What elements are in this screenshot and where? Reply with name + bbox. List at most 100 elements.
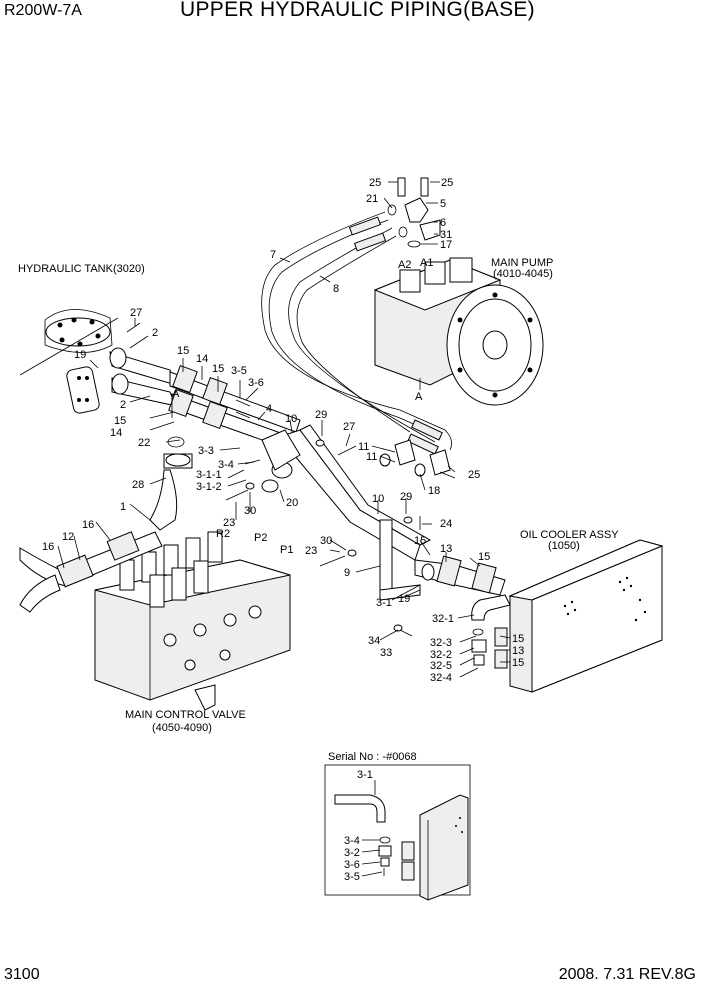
main-pump-range: (4010-4045) (493, 268, 553, 280)
callout: 11 (366, 451, 377, 463)
callout: 25 (441, 177, 453, 189)
callout: 25 (468, 469, 480, 481)
callout: 20 (286, 497, 298, 509)
inset-serial: Serial No : -#0068 (328, 751, 417, 763)
callout: 16 (42, 541, 54, 553)
callout: 3-1-1 (196, 469, 222, 481)
callout: 19 (398, 593, 410, 605)
callout: 11 (358, 441, 369, 453)
callout: 25 (369, 177, 381, 189)
port-p2: P2 (254, 532, 267, 544)
callout: 14 (196, 353, 208, 365)
callout: 23 (305, 545, 317, 557)
model-number: R200W-7A (4, 2, 82, 19)
callout: 2 (120, 399, 126, 411)
return-pipe (261, 424, 432, 601)
main-control-valve (94, 531, 291, 711)
callout: 12 (62, 531, 74, 543)
callout: 32-3 (430, 637, 452, 649)
inset-drawing (334, 794, 469, 901)
bolts-33-34 (393, 624, 413, 637)
page-number: 3100 (4, 966, 40, 983)
callout: 31 (440, 229, 452, 241)
control-valve-range: (4050-4090) (152, 722, 212, 734)
callout: 2 (152, 327, 158, 339)
inset-frame (324, 764, 471, 896)
hose-flanges (379, 439, 451, 477)
callout: 6 (440, 217, 446, 229)
callout: 15 (478, 551, 490, 563)
callout: 3-4 (218, 459, 234, 471)
callout: 30 (320, 535, 332, 547)
callout: 5 (440, 198, 446, 210)
port-a1: A1 (420, 257, 433, 269)
port-a2: A2 (398, 259, 411, 271)
callout: 21 (366, 193, 378, 205)
callout: 23 (223, 517, 235, 529)
callout: 3-6 (248, 377, 264, 389)
oil-cooler-label: OIL COOLER ASSY (520, 529, 619, 541)
callout: 18 (428, 485, 440, 497)
leader-lines (57, 181, 511, 877)
control-valve-label: MAIN CONTROL VALVE (125, 709, 246, 721)
inset-callout: 3-1 (357, 769, 373, 781)
inset-callout: 3-2 (344, 847, 360, 859)
cooler-outlet-pipe (471, 594, 511, 669)
callout: 32-2 (430, 649, 452, 661)
callout: 8 (333, 283, 339, 295)
callout: 15 (512, 657, 524, 669)
date-revision: 2008. 7.31 REV.8G (558, 966, 696, 983)
callout: 15 (414, 535, 426, 547)
callout: 30 (244, 505, 256, 517)
callout: 16 (82, 519, 94, 531)
callout: 4 (266, 403, 272, 415)
callout: 33 (380, 647, 392, 659)
callout: 15 (114, 415, 126, 427)
callout: 14 (110, 427, 122, 439)
port-p1: P1 (280, 544, 293, 556)
callout: 15 (177, 345, 189, 357)
callout: 32-5 (430, 660, 452, 672)
callout: 3-5 (231, 365, 247, 377)
callout: 13 (440, 543, 452, 555)
view-ref-a: A (415, 391, 423, 403)
return-line-left (19, 531, 163, 613)
callout: 24 (440, 518, 452, 530)
pressure-hoses (261, 211, 453, 455)
callout: 34 (368, 635, 380, 647)
callout: 15 (212, 363, 224, 375)
callout: 22 (138, 437, 150, 449)
callout: 19 (74, 349, 86, 361)
callout: 3-1-2 (196, 481, 222, 493)
callout: 13 (512, 645, 524, 657)
callout: 32-4 (430, 672, 452, 684)
callout: 1 (120, 501, 126, 513)
hydraulic-tank-label: HYDRAULIC TANK(3020) (18, 263, 145, 275)
callout: 17 (440, 239, 452, 251)
tank-flange (66, 366, 100, 414)
hydraulic-tank (19, 309, 119, 376)
callout: 27 (343, 421, 355, 433)
inset-callout: 3-6 (344, 859, 360, 871)
callout: 3-1 (376, 597, 392, 609)
main-pump (373, 257, 544, 406)
view-ref-a: A (172, 388, 180, 400)
cooler-inlet-pipe (414, 555, 506, 596)
inset-callout: 3-4 (344, 835, 360, 847)
callout: 28 (132, 479, 144, 491)
callout: 3-3 (198, 445, 214, 457)
callout: 10 (285, 413, 297, 425)
suction-hose (149, 453, 193, 531)
callout: 15 (512, 633, 524, 645)
port-r2: R2 (216, 528, 230, 540)
page-title: UPPER HYDRAULIC PIPING(BASE) (180, 0, 535, 21)
oil-cooler (508, 539, 664, 693)
inset-callout: 3-5 (344, 871, 360, 883)
callout: 10 (372, 493, 384, 505)
callout: 9 (344, 567, 350, 579)
callout: 32-1 (432, 613, 454, 625)
main-pump-label: MAIN PUMP (491, 257, 553, 269)
oil-cooler-range: (1050) (548, 540, 580, 552)
callout: 27 (130, 307, 142, 319)
